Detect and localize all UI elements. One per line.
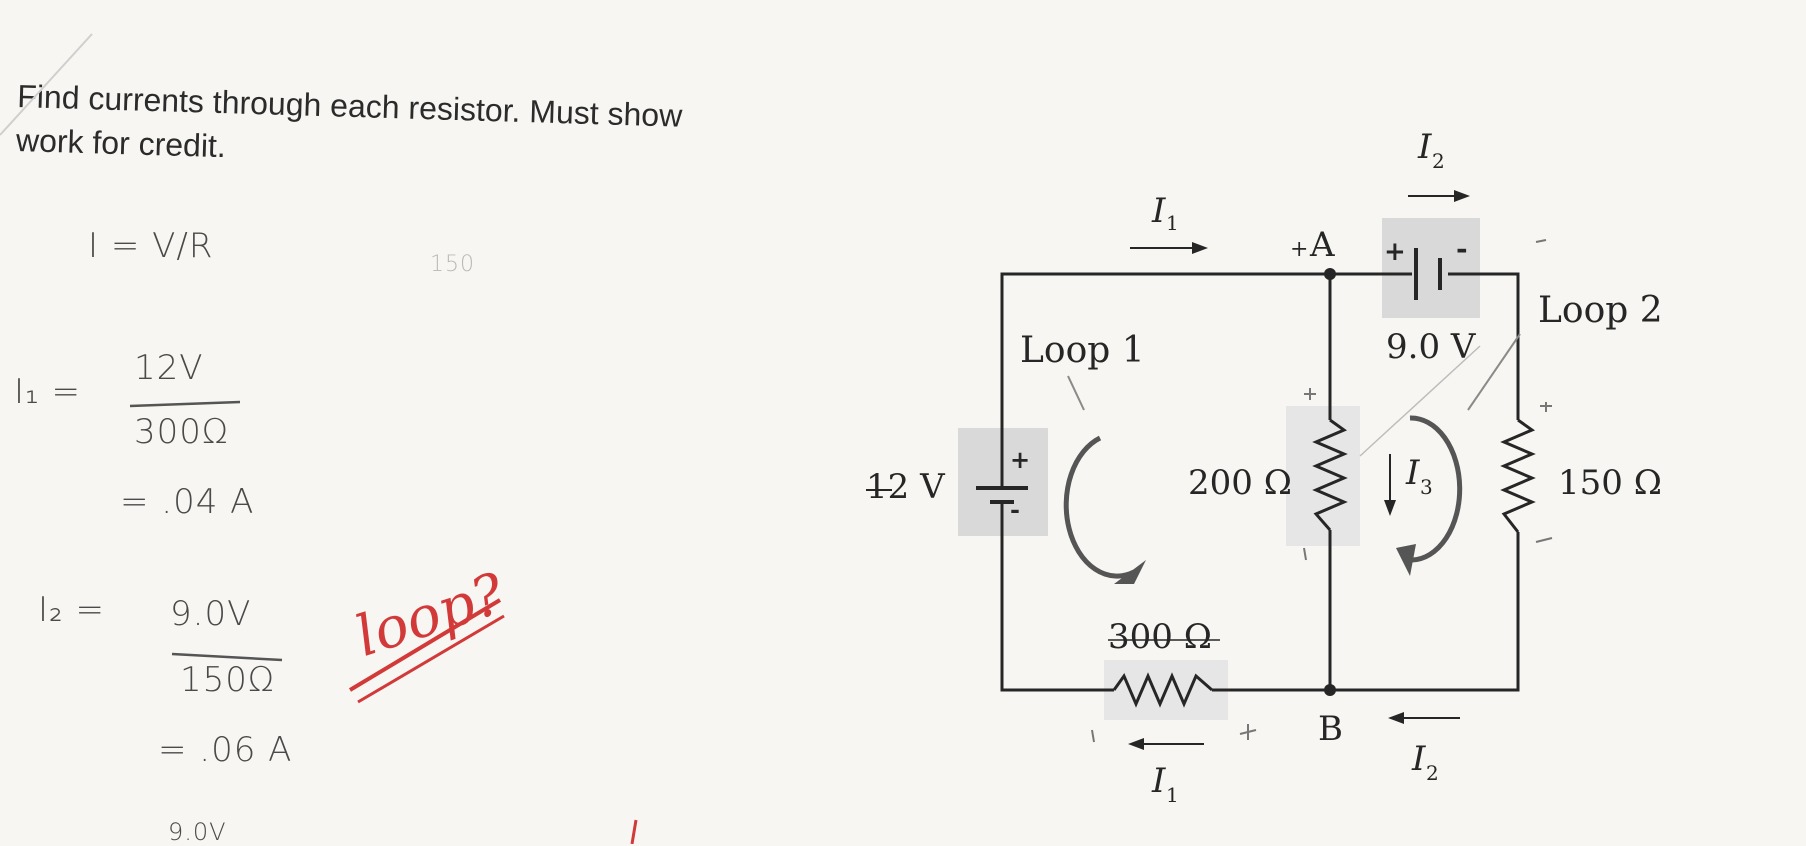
node-a-dot: [1324, 268, 1336, 280]
i2-top-arrowhead: [1454, 190, 1470, 202]
formula-handwritten: I = V/R: [88, 226, 214, 266]
bottom-partial: 9.0V: [168, 818, 227, 846]
label-loop-1: Loop 1: [1020, 330, 1145, 371]
loop-1-arrowhead: [1114, 560, 1146, 584]
battery-9v-highlight: [1382, 218, 1480, 318]
label-node-b: B: [1318, 709, 1343, 749]
i2-denominator: 150Ω: [180, 660, 275, 700]
label-i2-bottom: I: [1411, 739, 1426, 779]
label-i3: I: [1405, 453, 1420, 493]
i1-fraction-bar: [129, 400, 241, 408]
battery-12v: [976, 486, 1028, 504]
loop-2-arrowhead: [1396, 544, 1416, 576]
i2-numerator: 9.0V: [170, 594, 252, 634]
pencil-polarity-marks: [1091, 239, 1553, 743]
label-node-a: A: [1309, 225, 1335, 265]
battery-12v-plus: +: [1010, 445, 1030, 474]
i2-bottom-arrowhead: [1388, 712, 1404, 724]
battery-9v: [1414, 248, 1442, 300]
battery-12v-minus: -: [1010, 495, 1020, 524]
faint-mark: 150: [430, 252, 475, 277]
i1-top-arrowhead: [1192, 242, 1208, 254]
label-i1-bottom: I: [1151, 761, 1166, 801]
node-b-dot: [1324, 684, 1336, 696]
i2-fraction-bar: [171, 652, 283, 662]
i3-arrowhead: [1384, 500, 1396, 516]
resistor-150-symbol: [1500, 418, 1536, 533]
i1-denominator: 300Ω: [134, 412, 229, 452]
resistor-300-symbol: [1112, 672, 1213, 708]
circuit-diagram: 12 V + - + - 9.0 V 200 Ω 150 Ω 300 Ω Loo…: [866, 127, 1663, 807]
pencil-mark-line: [1359, 345, 1481, 457]
i2-result: = .06 A: [158, 730, 293, 770]
teacher-underline-2: [357, 614, 505, 704]
label-i2-top-sub: 2: [1432, 149, 1445, 173]
node-a-plus: +: [1290, 237, 1308, 262]
battery-9v-minus: -: [1456, 232, 1468, 265]
circuit-wires: [1000, 272, 1520, 692]
label-i3-sub: 3: [1420, 475, 1433, 499]
i2-label: I₂ =: [38, 590, 105, 630]
label-9v: 9.0 V: [1386, 327, 1477, 367]
label-loop-2: Loop 2: [1538, 290, 1663, 331]
i1-numerator: 12V: [134, 348, 204, 388]
label-150-ohm: 150 Ω: [1558, 463, 1662, 503]
teacher-underline-1: [348, 598, 502, 692]
label-i2-top: I: [1417, 127, 1432, 167]
loop-2-leader: [1467, 333, 1521, 411]
battery-9v-plus: +: [1384, 237, 1406, 267]
label-i1-top-sub: 1: [1166, 211, 1179, 235]
page-fold-line: [0, 33, 93, 136]
i1-label: I₁ =: [14, 372, 81, 412]
label-300-ohm: 300 Ω: [1108, 617, 1212, 657]
loop-2-arrow: [1409, 415, 1463, 563]
label-200-ohm: 200 Ω: [1188, 463, 1292, 503]
label-i2-bottom-sub: 2: [1426, 761, 1439, 785]
i1-bottom-arrowhead: [1128, 738, 1144, 750]
loop-1-arrow: [1063, 435, 1136, 579]
label-12v: 12 V: [866, 467, 946, 507]
label-i1-top: I: [1151, 191, 1166, 231]
i1-result: = .04 A: [120, 482, 255, 522]
resistor-200-symbol: [1312, 418, 1348, 531]
resistor-200-highlight: [1286, 406, 1360, 546]
teacher-partial-mark: [630, 819, 638, 844]
label-i1-bottom-sub: 1: [1166, 783, 1179, 807]
loop-1-leader: [1067, 375, 1085, 411]
